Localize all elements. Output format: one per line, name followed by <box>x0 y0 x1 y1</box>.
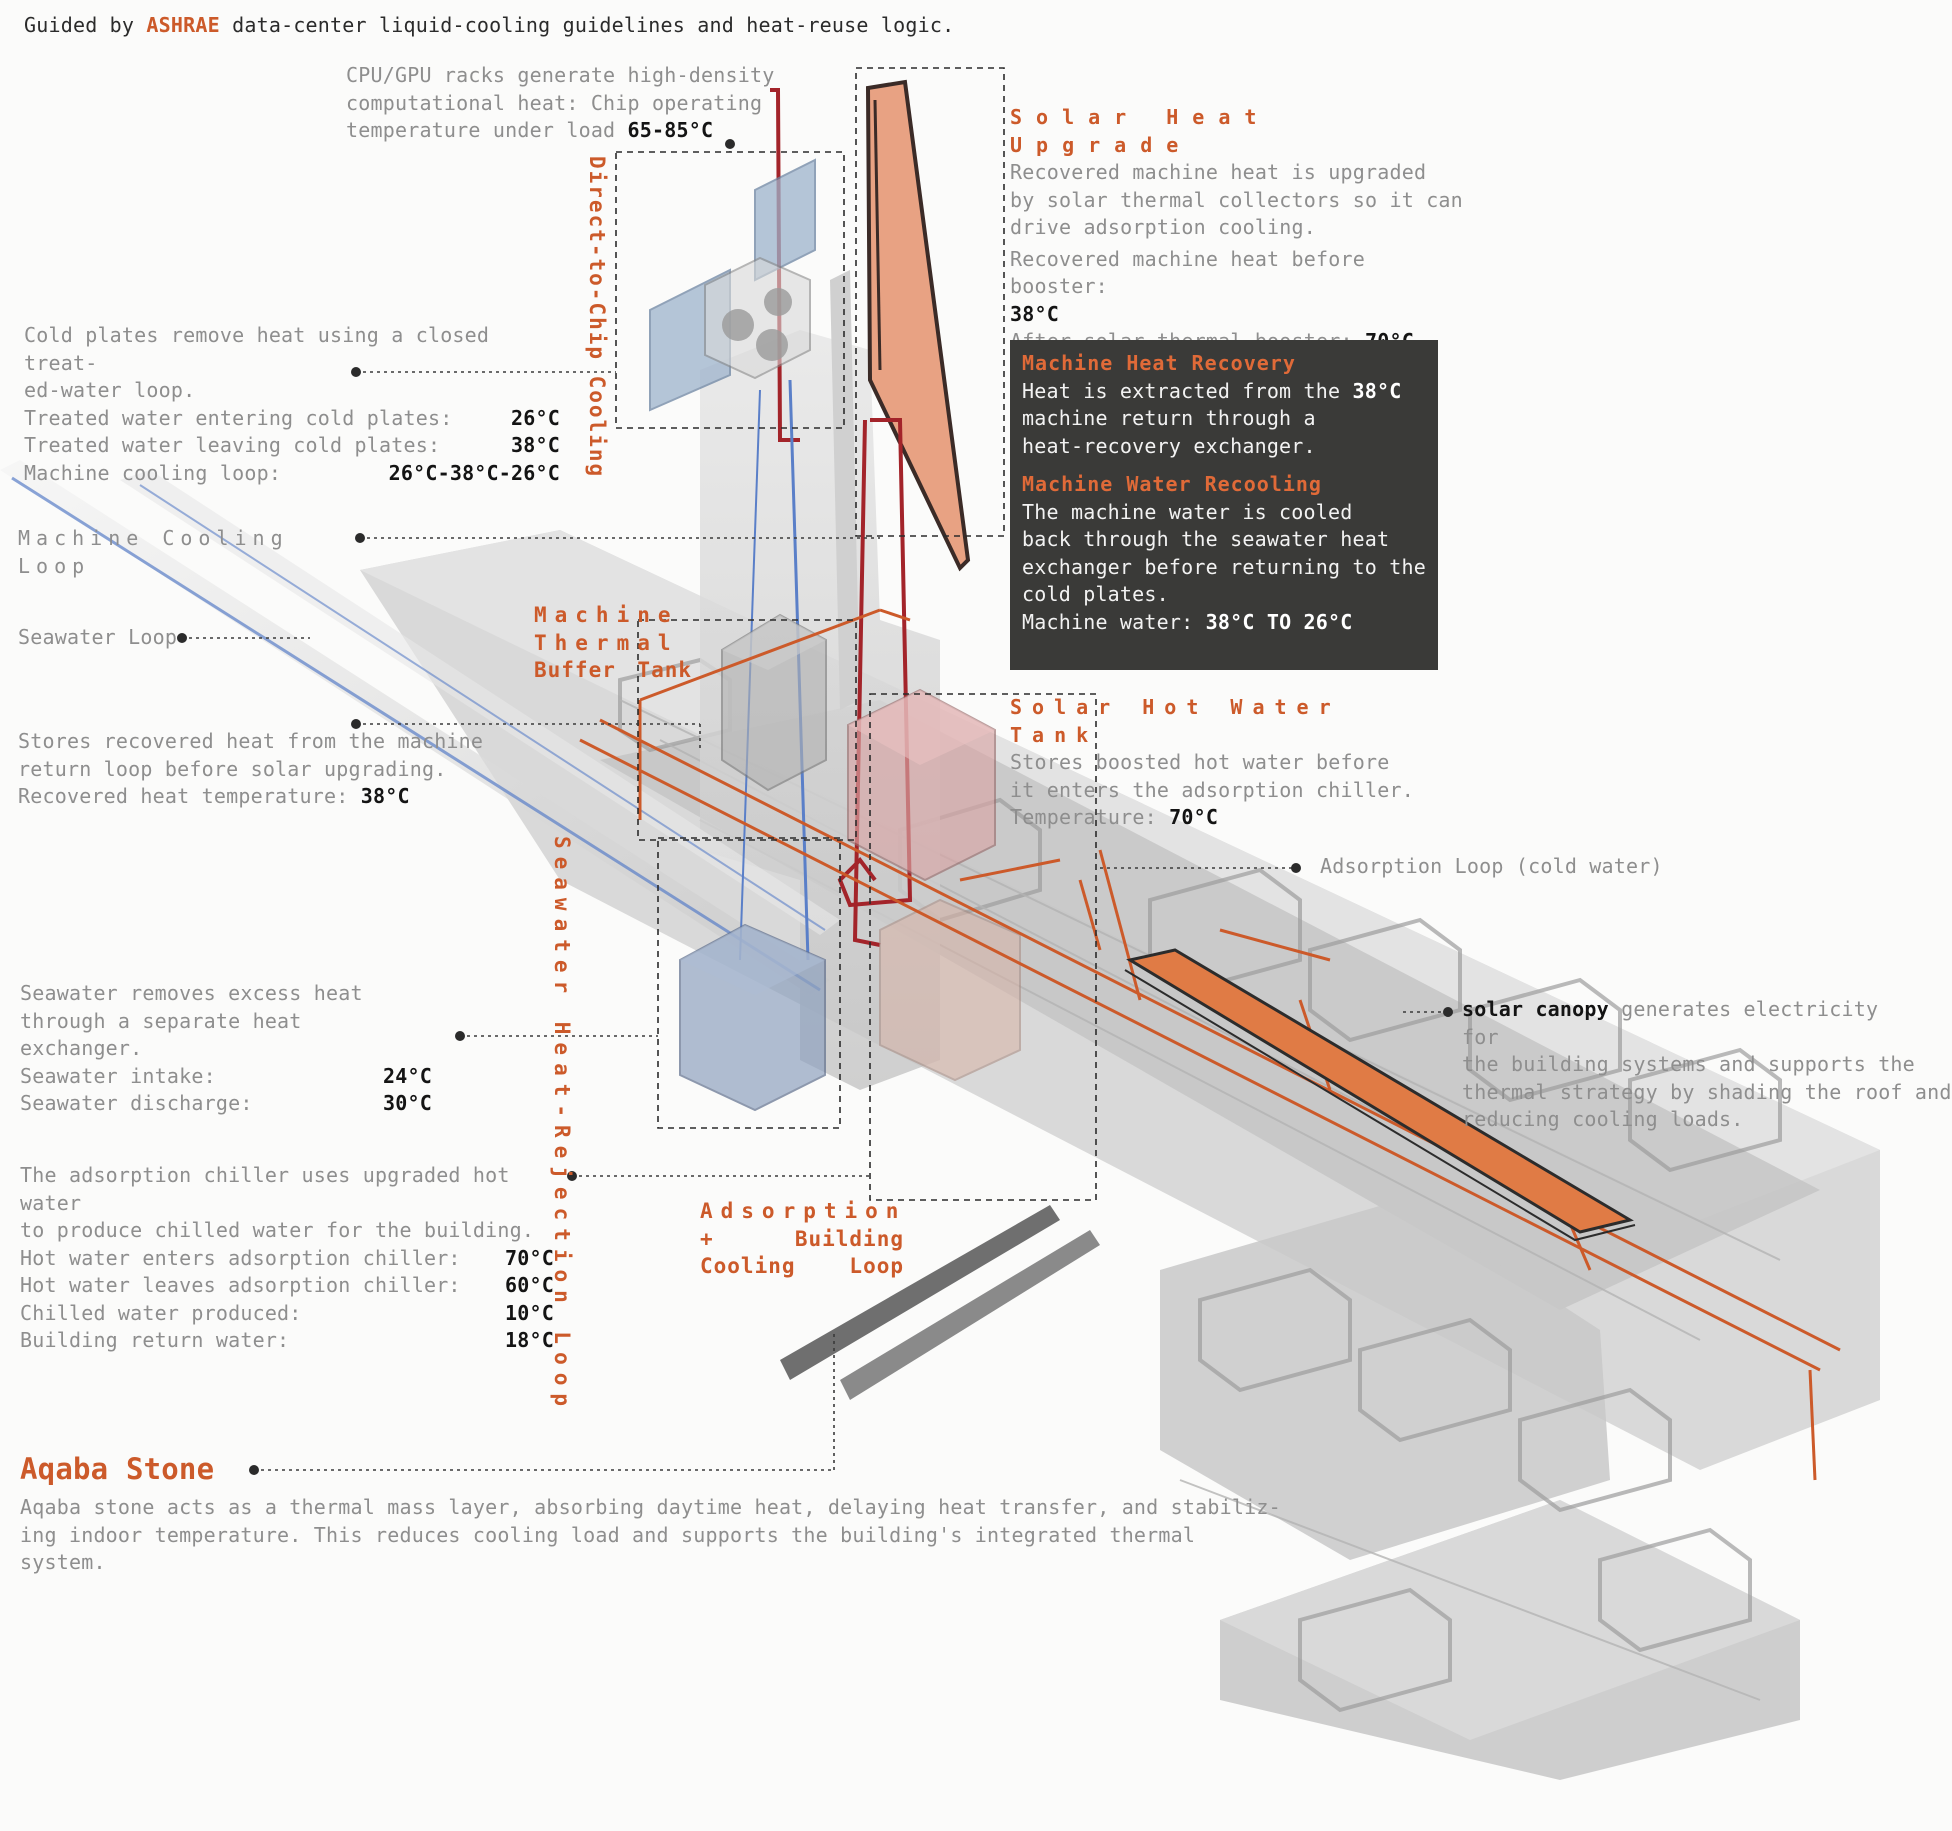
solar-heat-upgrade-note: Solar Heat Upgrade Recovered machine hea… <box>1010 105 1463 353</box>
seawater-loop-label: Seawater Loop <box>18 625 178 649</box>
solar-hot-water-tank <box>847 688 996 882</box>
glazed-beam-1 <box>0 460 830 995</box>
machine-thermal-buffer-tank <box>721 613 827 792</box>
slab-beam-1 <box>780 1205 1060 1380</box>
solar-canopy <box>1126 948 1634 1234</box>
cross-wing-top <box>1220 1500 1800 1740</box>
adsorption-chiller-note: The adsorption chiller uses upgraded hot… <box>20 1163 554 1352</box>
tower-fin <box>830 270 860 710</box>
adsorption-loop-label: Adsorption Loop (cold water) <box>1320 854 1663 878</box>
ashrae-brand: ASHRAE <box>146 13 220 37</box>
seawater-note: Seawater removes excess heat through a s… <box>20 981 432 1115</box>
lower-wing <box>1160 1200 1610 1560</box>
server-rack-cold-plates <box>649 158 816 412</box>
cold-plates-note: Cold plates remove heat using a closed t… <box>24 323 560 485</box>
slab-beam-2 <box>840 1230 1100 1400</box>
leader-bullets <box>177 139 1453 1475</box>
heat-recovery-panel: Machine Heat Recovery Heat is extracted … <box>1010 340 1438 670</box>
glazed-beam-2 <box>120 470 840 935</box>
solar-canopy-note: solar canopy generates electricity for t… <box>1462 997 1952 1131</box>
cpu-heat-note: CPU/GPU racks generate high-density comp… <box>346 63 775 142</box>
aqaba-stone-title: Aqaba Stone <box>20 1452 215 1486</box>
solar-hot-water-tank-note: Solar Hot Water Tank Stores boosted hot … <box>1010 695 1414 829</box>
buffer-tank-note: Stores recovered heat from the machine r… <box>18 729 484 808</box>
seawater-heat-rejection-label: Seawater Heat-Rejection Loop <box>550 836 574 1415</box>
solar-collector-panel <box>865 79 971 572</box>
solar-collector-frame <box>873 99 882 371</box>
solar-canopy-edge <box>1124 969 1636 1242</box>
cold-pipe-diagonal-2 <box>139 484 826 931</box>
direct-to-chip-label: Direct-to-Chip Cooling <box>585 156 609 479</box>
intro-line: Guided by ASHRAE data-center liquid-cool… <box>24 13 955 37</box>
cold-pipe-diagonal-1 <box>11 476 821 992</box>
leader-lines <box>182 144 1448 1471</box>
aqaba-stone-note: Aqaba stone acts as a thermal mass layer… <box>20 1495 1281 1574</box>
seawater-heat-exchanger <box>679 923 826 1112</box>
machine-cooling-loop-label: Machine Cooling Loop <box>18 526 289 578</box>
